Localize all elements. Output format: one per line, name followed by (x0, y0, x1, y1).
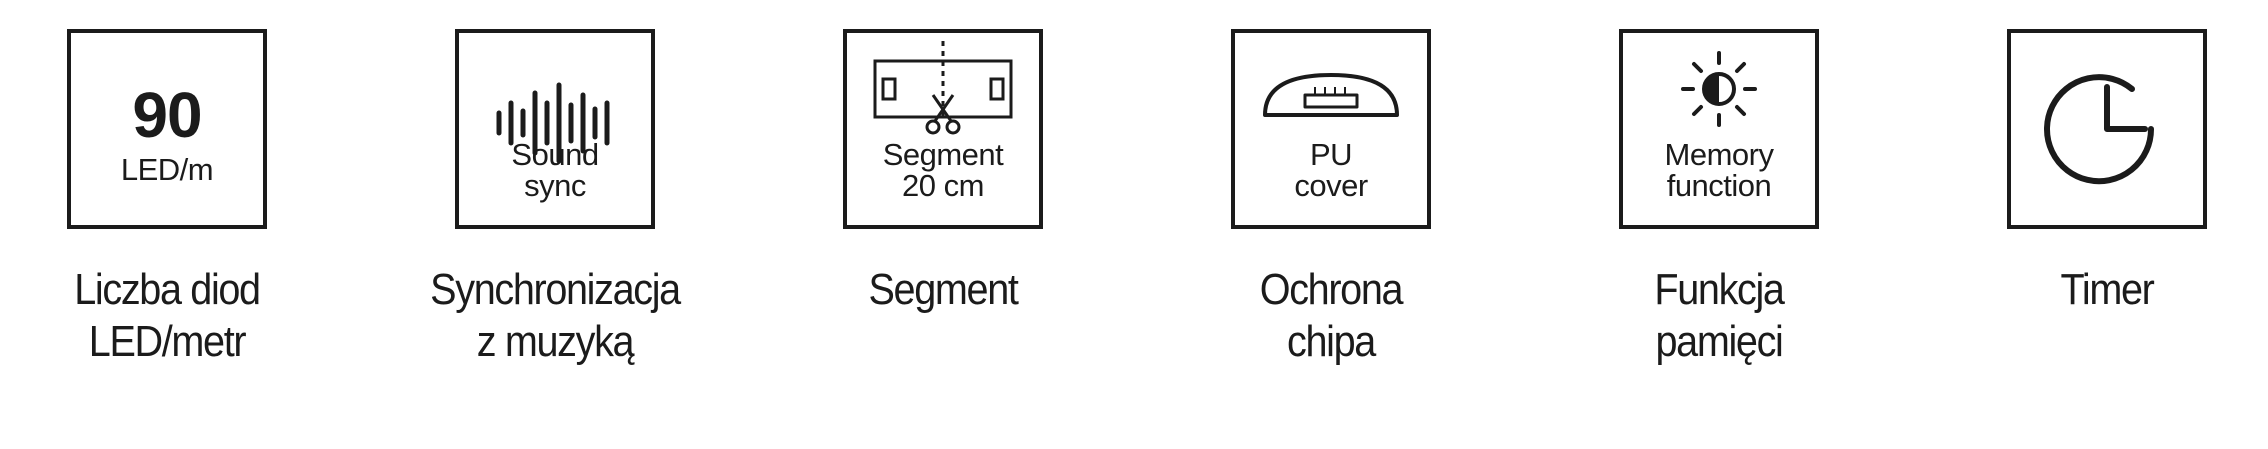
caption-line: Liczba diod (74, 265, 261, 314)
caption-line: Synchronizacja (430, 265, 681, 314)
feature-caption: Ochrona chipa (1151, 264, 1511, 368)
scissors-cut-icon (873, 41, 1013, 135)
box-label-line: Memory (1664, 137, 1774, 172)
box-label-line: 20 cm (902, 168, 984, 203)
feature-box: Memory function (1619, 29, 1819, 229)
box-label-line: PU (1309, 137, 1353, 172)
caption-line: pamięci (1655, 317, 1783, 366)
caption-line: Funkcja (1654, 265, 1785, 314)
caption-line: Ochrona (1259, 265, 1404, 314)
box-label-line: LED/m (120, 152, 214, 187)
box-label-line: cover (1294, 168, 1368, 203)
clock-icon (2044, 74, 2155, 185)
caption-line: chipa (1287, 317, 1376, 366)
box-label: LED/m (71, 154, 263, 185)
caption-line: LED/metr (88, 317, 247, 366)
box-label-line: Sound (511, 137, 599, 172)
box-label: PU cover (1235, 139, 1427, 201)
feature-box: Segment 20 cm (843, 29, 1043, 229)
led-count-value: 90 (132, 79, 202, 151)
feature-caption: Segment (763, 264, 1123, 316)
feature-caption: Synchronizacja z muzyką (375, 264, 735, 368)
box-label-line: function (1666, 168, 1772, 203)
feature-box (2007, 29, 2207, 229)
box-label: Memory function (1623, 139, 1815, 201)
feature-box: PU cover (1231, 29, 1431, 229)
feature-box: Sound sync (455, 29, 655, 229)
feature-caption: Funkcja pamięci (1539, 264, 1899, 368)
sound-wave-icon (496, 82, 610, 164)
feature-box: 90 LED/m (67, 29, 267, 229)
box-label: Sound sync (459, 139, 651, 201)
box-label-line: Segment (882, 137, 1004, 172)
feature-caption: Liczba diod LED/metr (0, 264, 347, 368)
feature-caption: Timer (1927, 264, 2268, 316)
box-label: Segment 20 cm (847, 139, 1039, 201)
caption-line: z muzyką (476, 317, 635, 366)
half-sun-icon (1681, 51, 1757, 127)
caption-line: Timer (2060, 265, 2155, 314)
pu-cover-icon (1263, 73, 1399, 117)
caption-line: Segment (868, 265, 1018, 314)
box-label-line: sync (524, 168, 586, 203)
